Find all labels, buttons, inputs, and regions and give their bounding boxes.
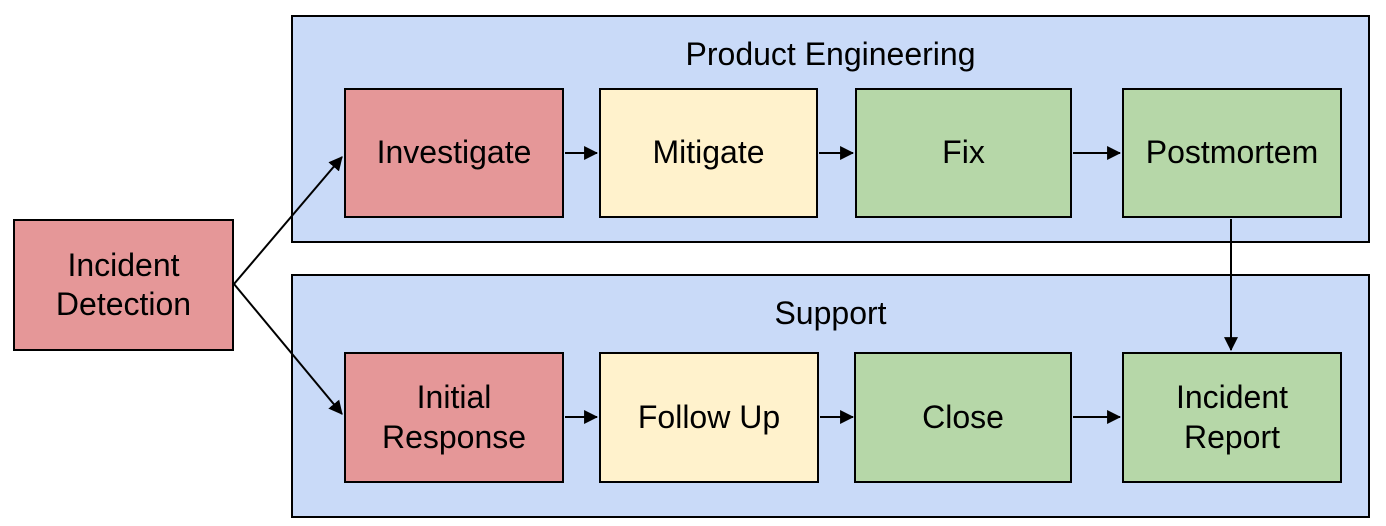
node-incident-report: Incident Report xyxy=(1122,352,1342,483)
node-follow-up-label: Follow Up xyxy=(637,398,781,435)
node-fix-label: Fix xyxy=(942,134,985,171)
node-fix: Fix xyxy=(855,88,1072,218)
lane-title-support: Support xyxy=(774,295,887,331)
node-mitigate-label: Mitigate xyxy=(652,134,765,171)
node-incident-detection-label: Incident Detection xyxy=(55,246,192,322)
lane-title-product-engineering: Product Engineering xyxy=(685,36,976,72)
node-investigate: Investigate xyxy=(344,88,564,218)
node-mitigate: Mitigate xyxy=(599,88,818,218)
node-close-label: Close xyxy=(922,398,1004,435)
node-postmortem: Postmortem xyxy=(1122,88,1342,218)
node-initial-response: Initial Response xyxy=(344,352,564,483)
node-follow-up: Follow Up xyxy=(599,352,819,483)
node-incident-detection: Incident Detection xyxy=(13,219,234,351)
node-initial-response-label: Initial Response xyxy=(381,379,527,455)
node-postmortem-label: Postmortem xyxy=(1145,134,1319,171)
node-investigate-label: Investigate xyxy=(376,134,532,171)
node-close: Close xyxy=(854,352,1072,483)
node-incident-report-label: Incident Report xyxy=(1175,379,1289,455)
